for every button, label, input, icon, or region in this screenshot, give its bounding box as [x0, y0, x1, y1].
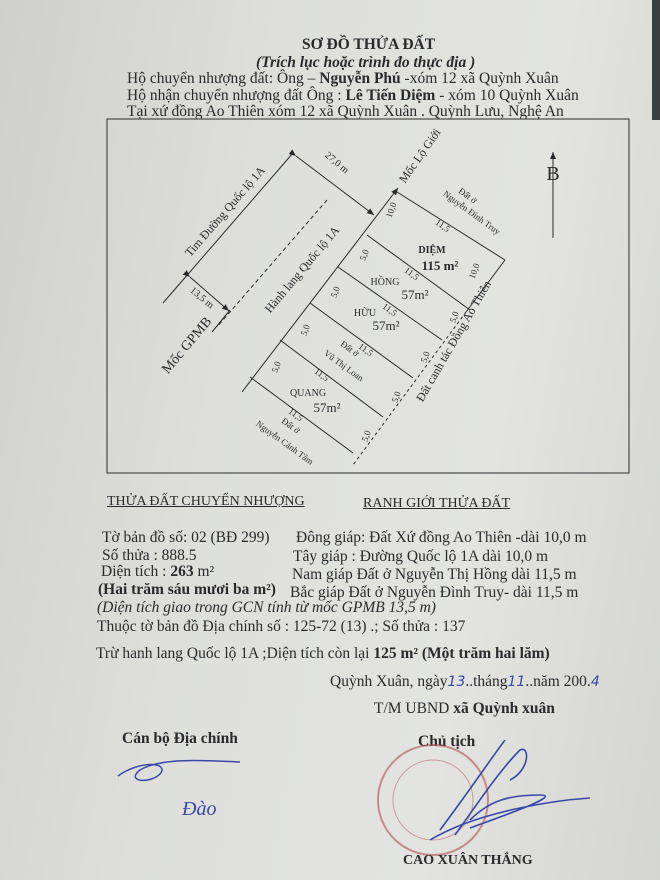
official-stamp: [377, 744, 489, 856]
lot-diem-area: 115 m²: [422, 258, 459, 273]
moc-gpmb-label: Mốc GPMB: [159, 315, 215, 377]
transferor-name: Nguyễn Phú: [319, 70, 401, 87]
date-day: 13: [447, 674, 466, 690]
transferor-line: Hộ chuyển nhượng đất: Ông – Nguyễn Phú -…: [127, 70, 559, 88]
lot-quang-area: 57m²: [313, 400, 340, 415]
east-boundary-dashed: [352, 311, 467, 466]
length-label: 5,0: [390, 390, 403, 404]
lot-quang-label: QUANG: [290, 388, 326, 399]
area-value: 263: [170, 563, 194, 580]
length-label: 5,0: [419, 350, 432, 364]
org-line: T/M UBND xã Quỳnh xuân: [374, 700, 555, 718]
distance-27-arrow: [288, 149, 375, 216]
plot-diagram: B Tim Đường Quốc lộ 1A 27,0 m Mốc Lộ Giớ…: [106, 118, 630, 474]
remaining-prefix: Trừ hanh lang Quốc lộ 1A ;Diện tích còn …: [96, 645, 374, 662]
org-name: xã Quỳnh xuân: [453, 700, 555, 717]
boundary-south: Nam giáp Đất ở Nguyễn Thị Hồng dài 11,5 …: [292, 566, 577, 583]
remaining-value: 125 m² (Một trăm hai lăm): [373, 645, 550, 662]
parcel-heading: THỬA ĐẤT CHUYỂN NHƯỢNG: [107, 494, 305, 509]
diagram-frame: [106, 118, 630, 474]
date-year-digit: 4: [590, 674, 600, 690]
boundary-heading: RANH GIỚI THỬA ĐẤT: [363, 496, 511, 511]
length-label: 5,0: [299, 323, 312, 337]
boundary-north: Bắc giáp Đất ở Nguyễn Đình Truy- dài 11,…: [290, 584, 579, 601]
date-month-label: ..tháng: [465, 673, 508, 690]
length-label: 5,0: [270, 360, 283, 374]
location-line: Tại xứ đồng Ao Thiên xóm 12 xã Quỳnh Xuâ…: [127, 103, 564, 120]
recipient-line: Hộ nhận chuyển nhượng đất Ông : Lê Tiến …: [127, 87, 579, 105]
right-signature: [429, 740, 591, 841]
left-signer-title: Cán bộ Địa chính: [122, 730, 238, 747]
lot-divider: [279, 339, 384, 418]
area-label: Diện tích :: [101, 563, 171, 580]
recipient-name: Lê Tiến Diệm: [345, 87, 436, 104]
length-label: 11,5: [403, 265, 422, 282]
south-boundary: [249, 376, 354, 454]
length-label: 11,5: [434, 217, 453, 234]
date-line: Quỳnh Xuân, ngày13..tháng11..năm 200.4: [330, 673, 600, 691]
transferor-prefix: Hộ chuyển nhượng đất: Ông –: [127, 70, 320, 87]
corridor-line: [216, 199, 328, 328]
length-label: 5,0: [448, 310, 461, 324]
org-prefix: T/M UBND: [374, 700, 454, 717]
date-year-label: ..năm 200.: [525, 673, 591, 690]
moc-lo-gioi-label: Mốc Lộ Giới: [396, 125, 444, 185]
length-label: 11,5: [381, 301, 400, 318]
parcel-number: Số thửa : 888.5: [102, 547, 197, 564]
left-signature-name: Đào: [181, 798, 216, 820]
lot-huu-area: 57m²: [372, 318, 399, 333]
remaining-area-line: Trừ hanh lang Quốc lộ 1A ;Diện tích còn …: [96, 645, 550, 663]
north-boundary: [396, 191, 506, 261]
length-label: 10,0: [467, 261, 482, 280]
road-centerline: [162, 152, 294, 304]
document-subtitle: (Trích lục hoặc trình đo thực địa ): [256, 54, 476, 71]
boundary-west: Tây giáp : Đường Quốc lộ 1A dài 10,0 m: [293, 548, 549, 565]
date-month: 11: [507, 674, 526, 690]
corridor-label: Hành lang Quốc lộ 1A: [262, 223, 343, 315]
map-sheet: Tờ bản đồ số: 02 (BĐ 299): [102, 529, 270, 546]
lot-huu-label: HỮU: [354, 307, 377, 319]
recipient-prefix: Hộ nhận chuyển nhượng đất Ông :: [127, 87, 346, 104]
area-line: Diện tích : 263 m²: [101, 563, 214, 581]
lot-diem-label: DIỆM: [418, 243, 446, 256]
gpmb-marker-line: [211, 309, 231, 333]
dist-13-label: 13,5 m: [187, 285, 216, 311]
lot-hong-area: 57m²: [401, 287, 428, 302]
area-note: (Diện tích giao trong GCN tính từ mốc GP…: [97, 599, 436, 616]
north-label: B: [546, 163, 559, 185]
length-label: 5,0: [358, 248, 371, 262]
distance-13-arrow: [182, 270, 230, 312]
photo-edge: [652, 0, 660, 120]
dist-27-label: 27,0 m: [322, 150, 351, 176]
right-signer-name: CAO XUÂN THẮNG: [403, 853, 533, 868]
left-signature: [117, 759, 241, 782]
date-prefix: Quỳnh Xuân, ngày: [330, 673, 448, 690]
road-boundary-line: [241, 187, 399, 393]
recipient-suffix: - xóm 10 Quỳnh Xuân: [435, 87, 579, 104]
loan-owner-label: Đất ở: [339, 339, 361, 359]
document-title: SƠ ĐỒ THỬA ĐẤT: [302, 36, 436, 53]
area-unit: m²: [193, 563, 215, 580]
lot-hong-label: HỒNG: [371, 275, 400, 288]
length-label: 11,5: [313, 366, 332, 383]
lot-divider: [366, 234, 471, 311]
area-words: (Hai trăm sáu mươi ba m²): [98, 581, 276, 598]
boundary-east: Đông giáp: Đất Xứ đồng Ao Thiên -dài 10,…: [296, 529, 587, 546]
signatures: Đào: [117, 740, 591, 856]
cadastral-line: Thuộc tờ bản đồ Địa chính số : 125-72 (1…: [97, 618, 466, 635]
lot-divider: [309, 302, 414, 379]
transferor-suffix: -xóm 12 xã Quỳnh Xuân: [400, 70, 559, 87]
road-center-label: Tim Đường Quốc lộ 1A: [182, 163, 268, 259]
stamp-inner-ring: [392, 759, 474, 841]
length-label: 5,0: [329, 285, 342, 299]
lot-divider: [337, 266, 443, 341]
east-boundary: [465, 259, 506, 313]
length-label: 5,0: [360, 429, 373, 443]
